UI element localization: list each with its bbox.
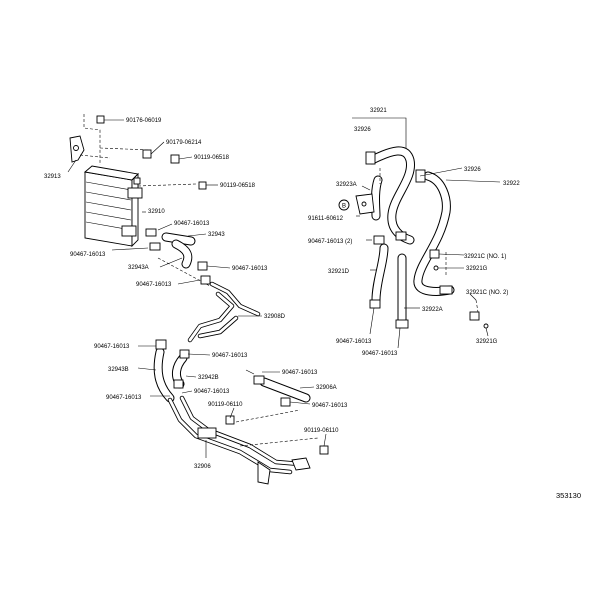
label-32910: 32910 <box>148 209 165 215</box>
label-90467-16013-c: 90467-16013 <box>174 221 210 227</box>
label-90467-16013-i: 90467-16013 <box>106 395 142 401</box>
label-90467-16013-e: 90467-16013 <box>232 266 268 272</box>
label-32922A: 32922A <box>422 307 443 313</box>
label-91611-60612: 91611-60612 <box>308 216 344 222</box>
label-32926-right: 32926 <box>464 167 481 173</box>
oil-cooler-assembly <box>69 114 211 287</box>
pipe-32906 <box>167 395 329 485</box>
label-90467-16013-f: 90467-16013 <box>136 282 172 288</box>
label-32908D: 32908D <box>264 314 286 320</box>
label-circle-b: B <box>342 204 346 210</box>
label-90176-06019: 90176-06019 <box>126 118 162 124</box>
diagram-code: 353130 <box>556 491 581 500</box>
label-32921: 32921 <box>370 108 387 114</box>
label-32926-top: 32926 <box>354 127 371 133</box>
label-90179-06214: 90179-06214 <box>166 140 202 146</box>
hose-group-right <box>338 117 489 329</box>
label-32921C-no2: 32921C (NO. 2) <box>466 290 508 296</box>
hose-32943B <box>153 339 175 403</box>
label-90467-16013-g: 90467-16013 <box>94 344 130 350</box>
label-90467-16013-l: 90467-16013 <box>312 403 348 409</box>
reference-b-circle <box>338 199 350 211</box>
label-90467-16013-k: 90467-16013 <box>282 370 318 376</box>
label-32922: 32922 <box>503 181 520 187</box>
label-90119-06110-d: 90119-06110 <box>304 428 339 434</box>
label-32942B: 32942B <box>198 375 219 381</box>
label-90467-16013-h: 90467-16013 <box>212 353 248 359</box>
label-32921G-1: 32921G <box>466 266 488 272</box>
leader-lines <box>67 119 501 458</box>
label-32943: 32943 <box>208 232 225 238</box>
hose-32943A <box>171 239 211 285</box>
label-90467-16013-d: 90467-16013 <box>70 252 106 258</box>
label-90467-16013-a: 90467-16013 <box>336 339 372 345</box>
label-32913: 32913 <box>44 174 61 180</box>
label-90467-16013-j: 90467-16013 <box>194 389 230 395</box>
part-labels: 32921 32926 32926 32922 32923A B 91611-6… <box>44 108 581 500</box>
hose-32943 <box>145 228 196 251</box>
hose-32906A <box>245 369 311 407</box>
label-32906: 32906 <box>194 464 211 470</box>
pipe-32908D <box>187 281 261 343</box>
label-32906A: 32906A <box>316 385 337 391</box>
label-32943B: 32943B <box>108 367 129 373</box>
label-90119-06518-b: 90119-06518 <box>220 183 256 189</box>
label-90467-16013-2: 90467-16013 (2) <box>308 239 352 245</box>
label-90467-16013-b: 90467-16013 <box>362 351 398 357</box>
hose-32942B <box>171 349 190 389</box>
label-90119-06110-c: 90119-06110 <box>208 402 243 408</box>
label-32943A: 32943A <box>128 265 149 271</box>
label-32921G-2: 32921G <box>476 339 498 345</box>
label-32921D: 32921D <box>328 269 350 275</box>
label-90119-06518-a: 90119-06518 <box>194 155 230 161</box>
label-32923A: 32923A <box>336 182 357 188</box>
fasteners-top-left <box>96 115 207 190</box>
label-32921C-no1: 32921C (NO. 1) <box>464 254 506 260</box>
